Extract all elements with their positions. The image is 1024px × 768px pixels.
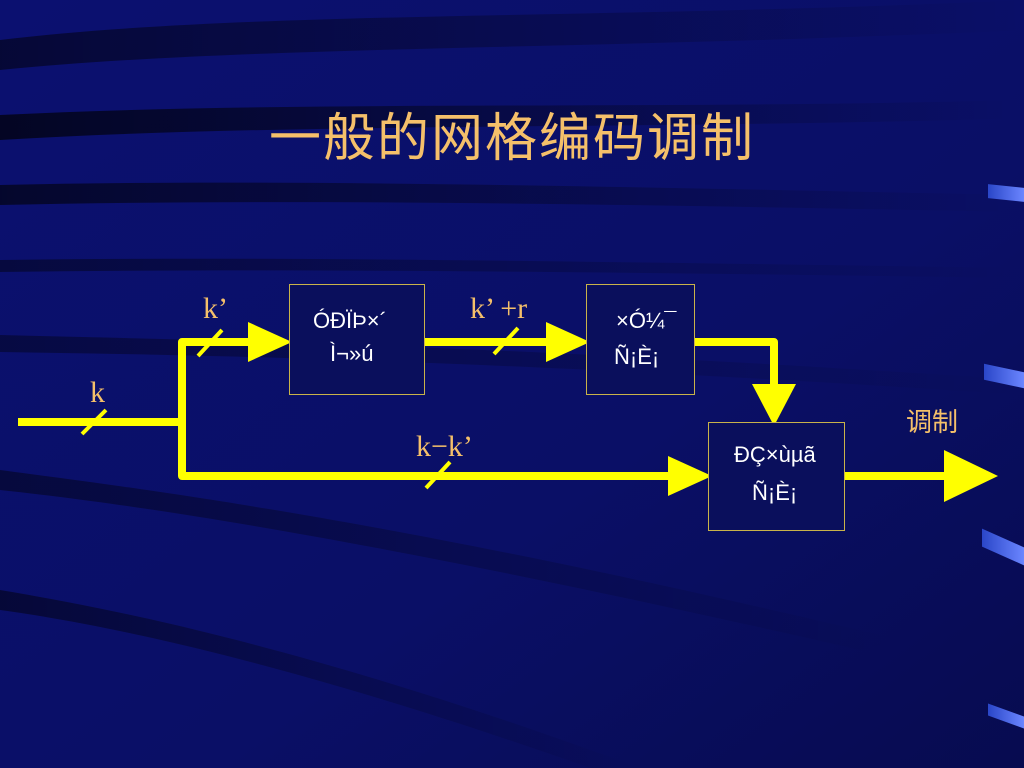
lower-branch-line <box>178 422 672 480</box>
block-subset-select-line-2: Ñ¡È¡ <box>614 344 660 369</box>
bus-width-tick <box>424 460 452 490</box>
bus-width-tick <box>80 408 108 436</box>
label-coded-output: k’ +r <box>470 292 528 325</box>
label-upper-branch: k’ <box>203 292 228 325</box>
label-lower-branch: k−k’ <box>416 430 473 463</box>
label-output: 调制 <box>906 408 959 438</box>
subset-line <box>694 338 778 386</box>
arrowhead <box>944 450 998 502</box>
arrowhead <box>752 384 796 426</box>
block-encoder-line-2: Ì¬»ú <box>330 341 374 366</box>
bus-width-tick <box>492 326 520 356</box>
block-signal-select <box>708 422 845 531</box>
slide-title: 一般的网格编码调制 <box>268 109 755 169</box>
block-subset-select-line-1: ×Ó¼¯ <box>616 308 677 333</box>
arrowhead <box>668 456 712 496</box>
block-signal-select-line-2: Ñ¡È¡ <box>752 480 798 505</box>
block-signal-select-line-1: ÐÇ×ùµã <box>734 442 816 467</box>
block-encoder-line-1: ÓÐÏÞ×´ <box>313 308 387 333</box>
block-encoder <box>289 284 425 395</box>
upper-branch-line <box>178 338 252 422</box>
arrowhead <box>546 322 590 362</box>
arrowhead <box>248 322 292 362</box>
label-input: k <box>90 376 105 409</box>
block-subset-select <box>586 284 695 395</box>
bus-width-tick <box>196 328 224 358</box>
